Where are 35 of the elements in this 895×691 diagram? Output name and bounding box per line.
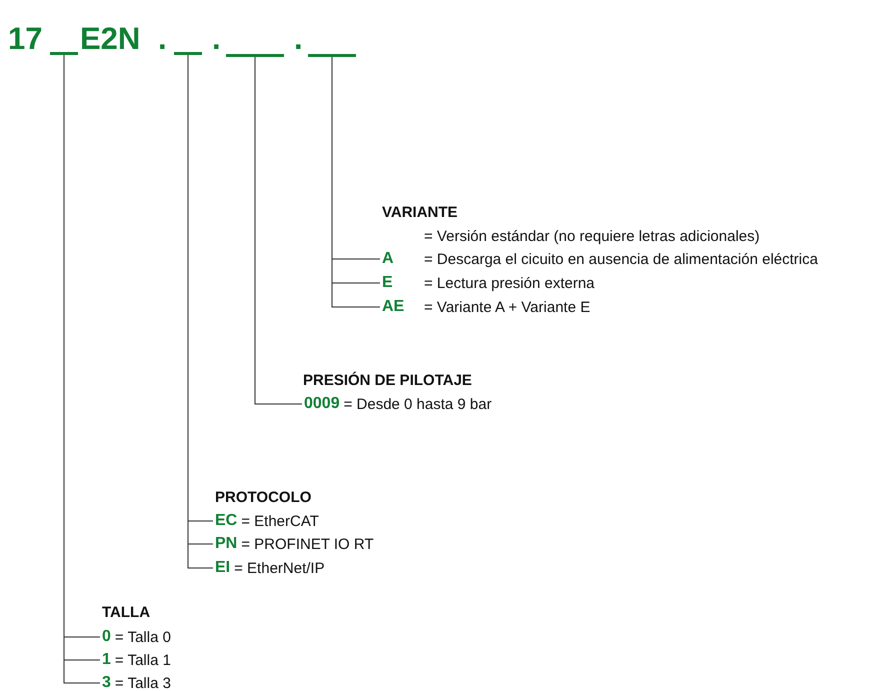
option-code: PN bbox=[215, 535, 238, 553]
option-description: = Talla 3 bbox=[114, 674, 171, 691]
option-description: = Versión estándar (no requiere letras adicionales) bbox=[424, 228, 760, 244]
section-heading: PROTOCOLO bbox=[215, 489, 312, 507]
option-code: 0009 bbox=[304, 395, 340, 413]
section-heading: PRESIÓN DE PILOTAJE bbox=[303, 372, 472, 390]
option-code: 0 bbox=[102, 628, 111, 646]
option-code: E bbox=[382, 274, 394, 292]
option-description: = Desde 0 hasta 9 bar bbox=[344, 396, 492, 412]
option-description: = Descarga el cicuito en ausencia de alimentación eléctrica bbox=[424, 250, 818, 268]
option-code: 1 bbox=[102, 651, 111, 669]
blank-slot bbox=[308, 54, 356, 57]
option-description: = PROFINET IO RT bbox=[241, 536, 374, 552]
option-description: = Variante A + Variante E bbox=[424, 298, 590, 316]
separator-dot: . bbox=[294, 22, 303, 56]
blank-slot bbox=[226, 54, 284, 57]
code-prefix: 17 bbox=[8, 22, 42, 56]
option-code: EC bbox=[215, 512, 238, 530]
separator-dot: . bbox=[158, 22, 167, 56]
section-heading: VARIANTE bbox=[382, 204, 458, 222]
option-code: A bbox=[382, 250, 395, 268]
leader-line bbox=[254, 56, 302, 404]
option-description: = EtherNet/IP bbox=[234, 560, 325, 576]
blank-slot bbox=[50, 52, 78, 55]
section-heading: TALLA bbox=[102, 604, 150, 622]
option-description: = Lectura presión externa bbox=[424, 274, 595, 292]
option-description: = Talla 0 bbox=[114, 628, 171, 646]
option-description: = EtherCAT bbox=[241, 512, 319, 530]
option-code: 3 bbox=[102, 674, 111, 691]
option-code: AE bbox=[382, 298, 406, 316]
option-code: EI bbox=[215, 559, 230, 577]
blank-slot bbox=[174, 52, 202, 55]
option-description: = Talla 1 bbox=[114, 652, 171, 668]
code-text: E2N bbox=[80, 22, 140, 56]
separator-dot: . bbox=[212, 22, 221, 56]
